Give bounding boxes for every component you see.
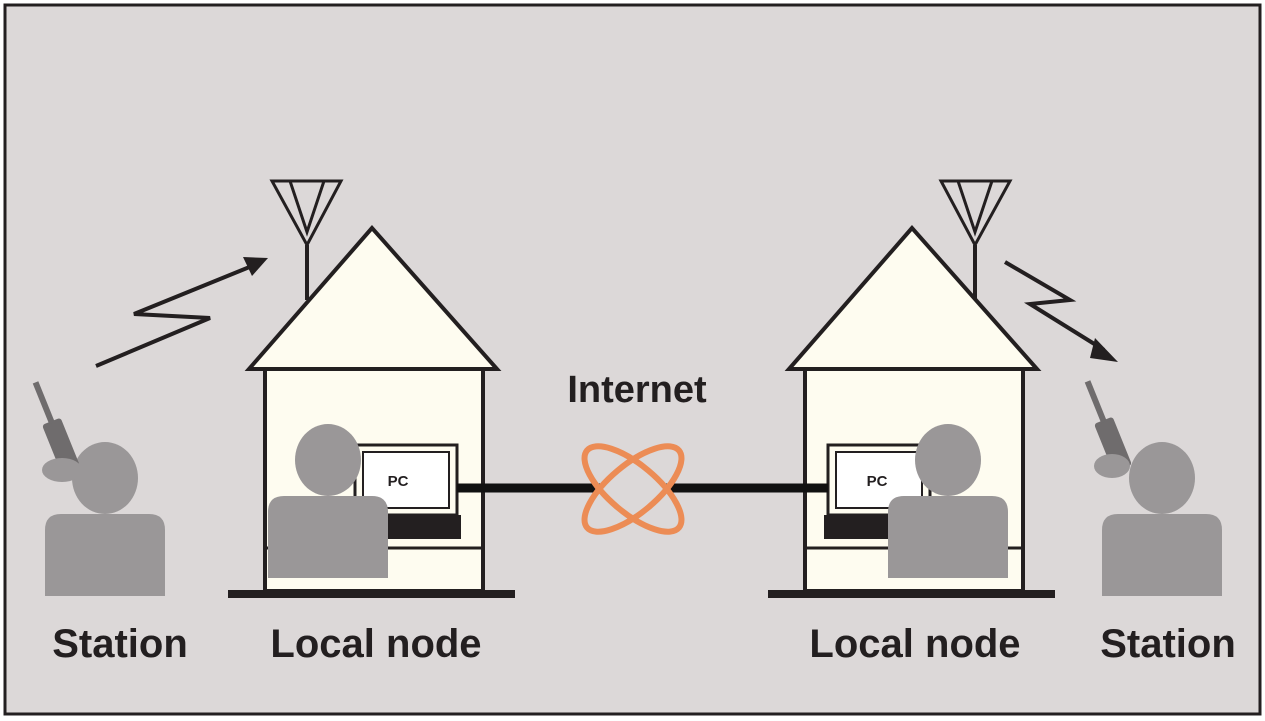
internet-symbol-icon xyxy=(581,443,685,535)
right-signal-arrow-icon xyxy=(1003,260,1118,362)
left-signal-arrow-icon xyxy=(95,257,268,368)
left-local-node-label: Local node xyxy=(270,622,481,666)
internet-label: Internet xyxy=(567,369,707,411)
left-radio-icon xyxy=(32,381,80,473)
left-local-node-house: PC xyxy=(228,179,515,598)
right-station-label: Station xyxy=(1100,622,1236,666)
background-panel xyxy=(3,3,1262,716)
right-antenna-icon xyxy=(938,179,1013,249)
left-station-person xyxy=(32,381,165,596)
right-local-node-label: Local node xyxy=(809,622,1020,666)
left-station-label: Station xyxy=(52,622,188,666)
right-local-node-house: PC xyxy=(768,179,1055,598)
right-pc-screen-text: PC xyxy=(867,473,888,490)
left-pc-screen-text: PC xyxy=(388,473,409,490)
right-station-person xyxy=(1084,380,1222,596)
left-antenna-icon xyxy=(269,179,344,249)
